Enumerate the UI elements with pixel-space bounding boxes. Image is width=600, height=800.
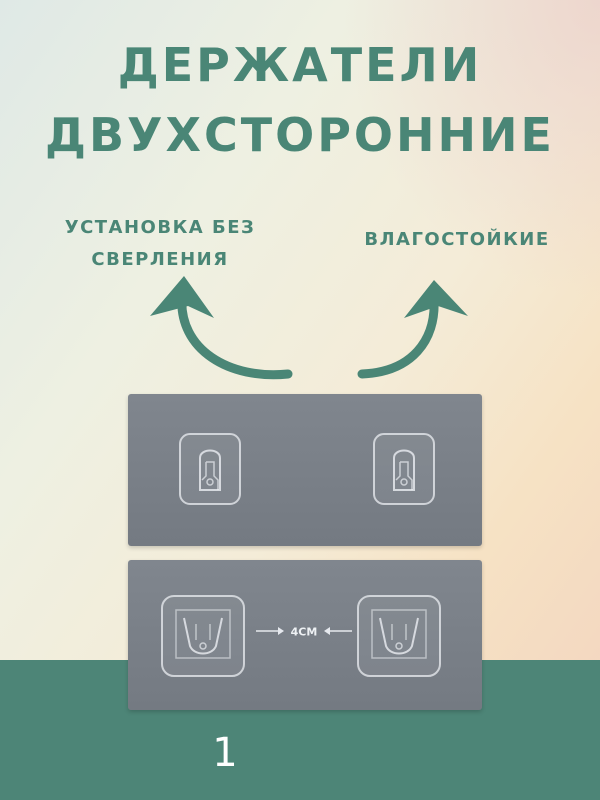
distance-arrow-right-head (324, 627, 330, 635)
adhesive-panel-top (128, 394, 482, 546)
curved-arrow-up-left-icon (150, 276, 293, 380)
feature-no-drilling: УСТАНОВКА БЕЗ СВЕРЛЕНИЯ (40, 212, 280, 276)
title-line-2: ДВУХСТОРОННИЕ (45, 108, 555, 162)
curved-arrow-up-right-icon (357, 280, 468, 379)
holder-bottom-left (161, 595, 245, 677)
page-number: 1 (212, 730, 238, 776)
feature-no-drilling-line-2: СВЕРЛЕНИЯ (91, 249, 229, 270)
distance-marker: 4CM (256, 626, 352, 639)
hook-top-right (373, 433, 435, 505)
hook-top-left (179, 433, 241, 505)
distance-label: 4CM (291, 626, 318, 639)
holder-bottom-right (357, 595, 441, 677)
feature-waterproof: ВЛАГОСТОЙКИЕ (364, 229, 550, 250)
distance-arrow-left-head (278, 627, 284, 635)
title-line-1: ДЕРЖАТЕЛИ (117, 38, 483, 92)
feature-no-drilling-line-1: УСТАНОВКА БЕЗ (64, 217, 256, 238)
